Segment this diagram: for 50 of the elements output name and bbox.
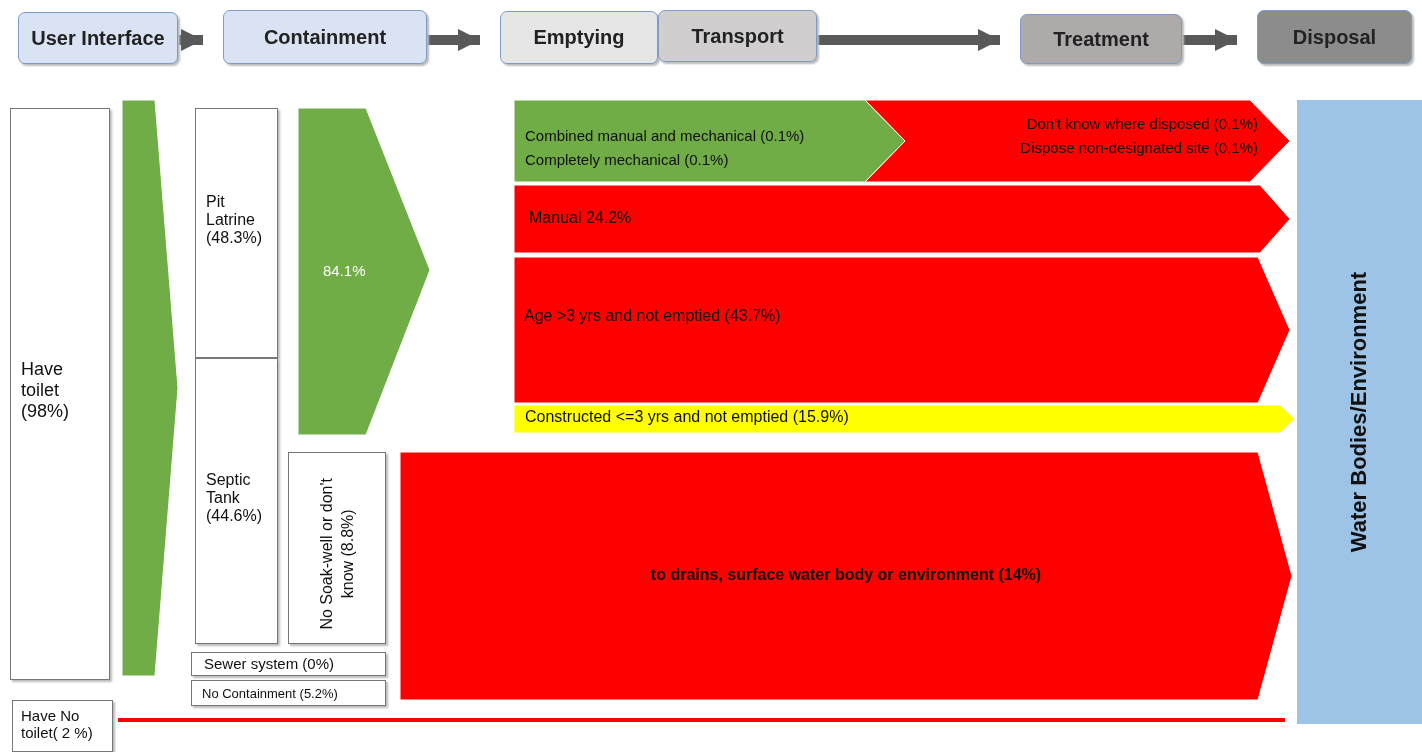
chevron-band bbox=[122, 100, 178, 676]
stage-box bbox=[500, 11, 658, 64]
flow-label: Constructed <=3 yrs and not emptied (15.9%) bbox=[525, 408, 850, 426]
flow-label: No Soak-well or don't know (8.8%) bbox=[317, 477, 357, 632]
process-box bbox=[195, 358, 278, 644]
flow-label: Sewer system (0%) bbox=[204, 655, 336, 672]
flow-label: Have toilet (98%) bbox=[21, 359, 70, 422]
process-box bbox=[191, 652, 386, 676]
stage-label: Treatment bbox=[1053, 27, 1149, 51]
process-box bbox=[191, 680, 386, 706]
flow-band bbox=[514, 185, 1290, 253]
flow-band bbox=[298, 108, 430, 435]
flow-label: Combined manual and mechanical (0.1%) bbox=[525, 126, 806, 146]
flow-label: Dispose non-designated site (0.1%) bbox=[1019, 138, 1258, 158]
flow-band bbox=[514, 100, 905, 182]
flow-label: to drains, surface water body or environment (14%) bbox=[649, 566, 1043, 584]
connector-line bbox=[118, 718, 1285, 722]
stage-box bbox=[223, 10, 427, 64]
flow-label: Water Bodies/Environment bbox=[1346, 271, 1373, 553]
flow-label: 84.1% bbox=[323, 262, 367, 279]
flow-label: Have No toilet( 2 %) bbox=[21, 707, 94, 741]
process-box bbox=[195, 108, 278, 358]
flow-label: Age >3 yrs and not emptied (43.7%) bbox=[524, 307, 782, 325]
stage-label: Transport bbox=[691, 24, 784, 48]
flow-label: Manual 24.2% bbox=[529, 209, 633, 227]
process-box bbox=[288, 452, 386, 644]
stage-label: User Interface bbox=[31, 26, 165, 50]
stage-box bbox=[1020, 14, 1182, 64]
stage-label: Containment bbox=[263, 25, 387, 49]
flow-label: Completely mechanical (0.1%) bbox=[525, 150, 730, 170]
destination-panel bbox=[1297, 100, 1422, 724]
flow-label: No Containment (5.2%) bbox=[202, 686, 339, 701]
flow-band bbox=[400, 452, 1292, 700]
arrow bbox=[178, 29, 203, 51]
flow-label: Septic Tank (44.6%) bbox=[206, 471, 264, 525]
stage-label: Disposal bbox=[1292, 25, 1377, 49]
stage-box bbox=[1257, 10, 1412, 64]
flow-band bbox=[514, 405, 1295, 433]
flow-band bbox=[514, 257, 1290, 403]
flow-label: Pit Latrine (48.3%) bbox=[206, 193, 264, 247]
flow-band bbox=[865, 100, 1290, 182]
arrow bbox=[1182, 29, 1237, 51]
stage-box bbox=[18, 12, 178, 64]
process-box bbox=[12, 700, 113, 752]
process-box bbox=[10, 108, 110, 680]
arrow bbox=[427, 29, 480, 51]
flow-label: Don't know where disposed (0.1%) bbox=[1025, 114, 1258, 134]
stage-label: Emptying bbox=[533, 26, 625, 49]
stage-box bbox=[658, 10, 817, 62]
arrow bbox=[817, 29, 1000, 51]
